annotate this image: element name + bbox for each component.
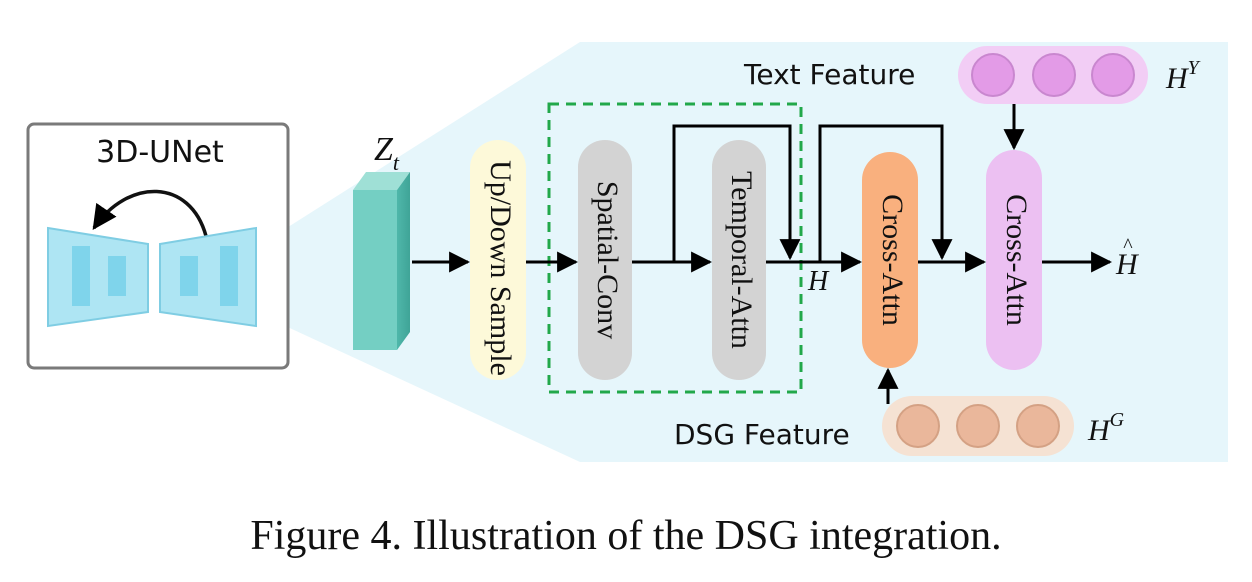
output-hat: ^	[1123, 235, 1133, 257]
unet-encoder-shape	[47, 226, 149, 328]
text-feature-token	[971, 53, 1015, 97]
dsg-feature-token	[956, 404, 1000, 448]
latent-prism	[353, 172, 410, 350]
temporal-residual-arrow	[672, 124, 801, 262]
cross-attn-dsg-block	[862, 152, 918, 368]
unet-decoder-bar	[180, 256, 198, 296]
dsg-feature-token	[1016, 404, 1060, 448]
dsg-feature-token	[896, 404, 940, 448]
cross-attn-residual-arrow	[818, 124, 953, 262]
text-feature-token	[1032, 53, 1076, 97]
dashed-group-box	[547, 102, 803, 394]
figure-caption: Figure 4. Illustration of the DSG integr…	[250, 513, 1002, 559]
dsg-integration-diagram: 3D-UNet Zt Up/Down Sample Spatial-Conv T…	[26, 42, 1228, 462]
dsg-feature-symbol: HG	[1087, 409, 1125, 447]
unet-encoder-bar	[72, 246, 90, 306]
hidden-state-label: H	[807, 266, 830, 297]
unet-skip-arrow	[92, 189, 208, 237]
updown-sample-label: Up/Down Sample	[484, 160, 517, 376]
unet-decoder-shape	[159, 226, 257, 328]
cross-attn-text-block	[986, 150, 1042, 370]
temporal-attn-block	[712, 140, 766, 380]
unet-box: 3D-UNet	[26, 122, 290, 370]
temporal-attn-label: Temporal-Attn	[725, 171, 758, 349]
spatial-conv-label: Spatial-Conv	[591, 181, 624, 339]
latent-label: Zt	[374, 131, 400, 175]
unet-decoder-bar	[220, 246, 238, 306]
output-label: H	[1115, 248, 1140, 281]
updown-sample-block	[470, 140, 526, 380]
text-feature-symbol: HY	[1165, 57, 1201, 95]
text-feature-label: Text Feature	[743, 58, 915, 91]
text-feature-token	[1091, 53, 1135, 97]
cross-attn-dsg-label: Cross-Attn	[876, 194, 909, 326]
spatial-conv-block	[578, 140, 632, 380]
unet-label: 3D-UNet	[96, 135, 224, 170]
dsg-feature-label: DSG Feature	[674, 418, 850, 451]
unet-encoder-bar	[108, 256, 126, 296]
cross-attn-text-label: Cross-Attn	[1000, 194, 1033, 326]
